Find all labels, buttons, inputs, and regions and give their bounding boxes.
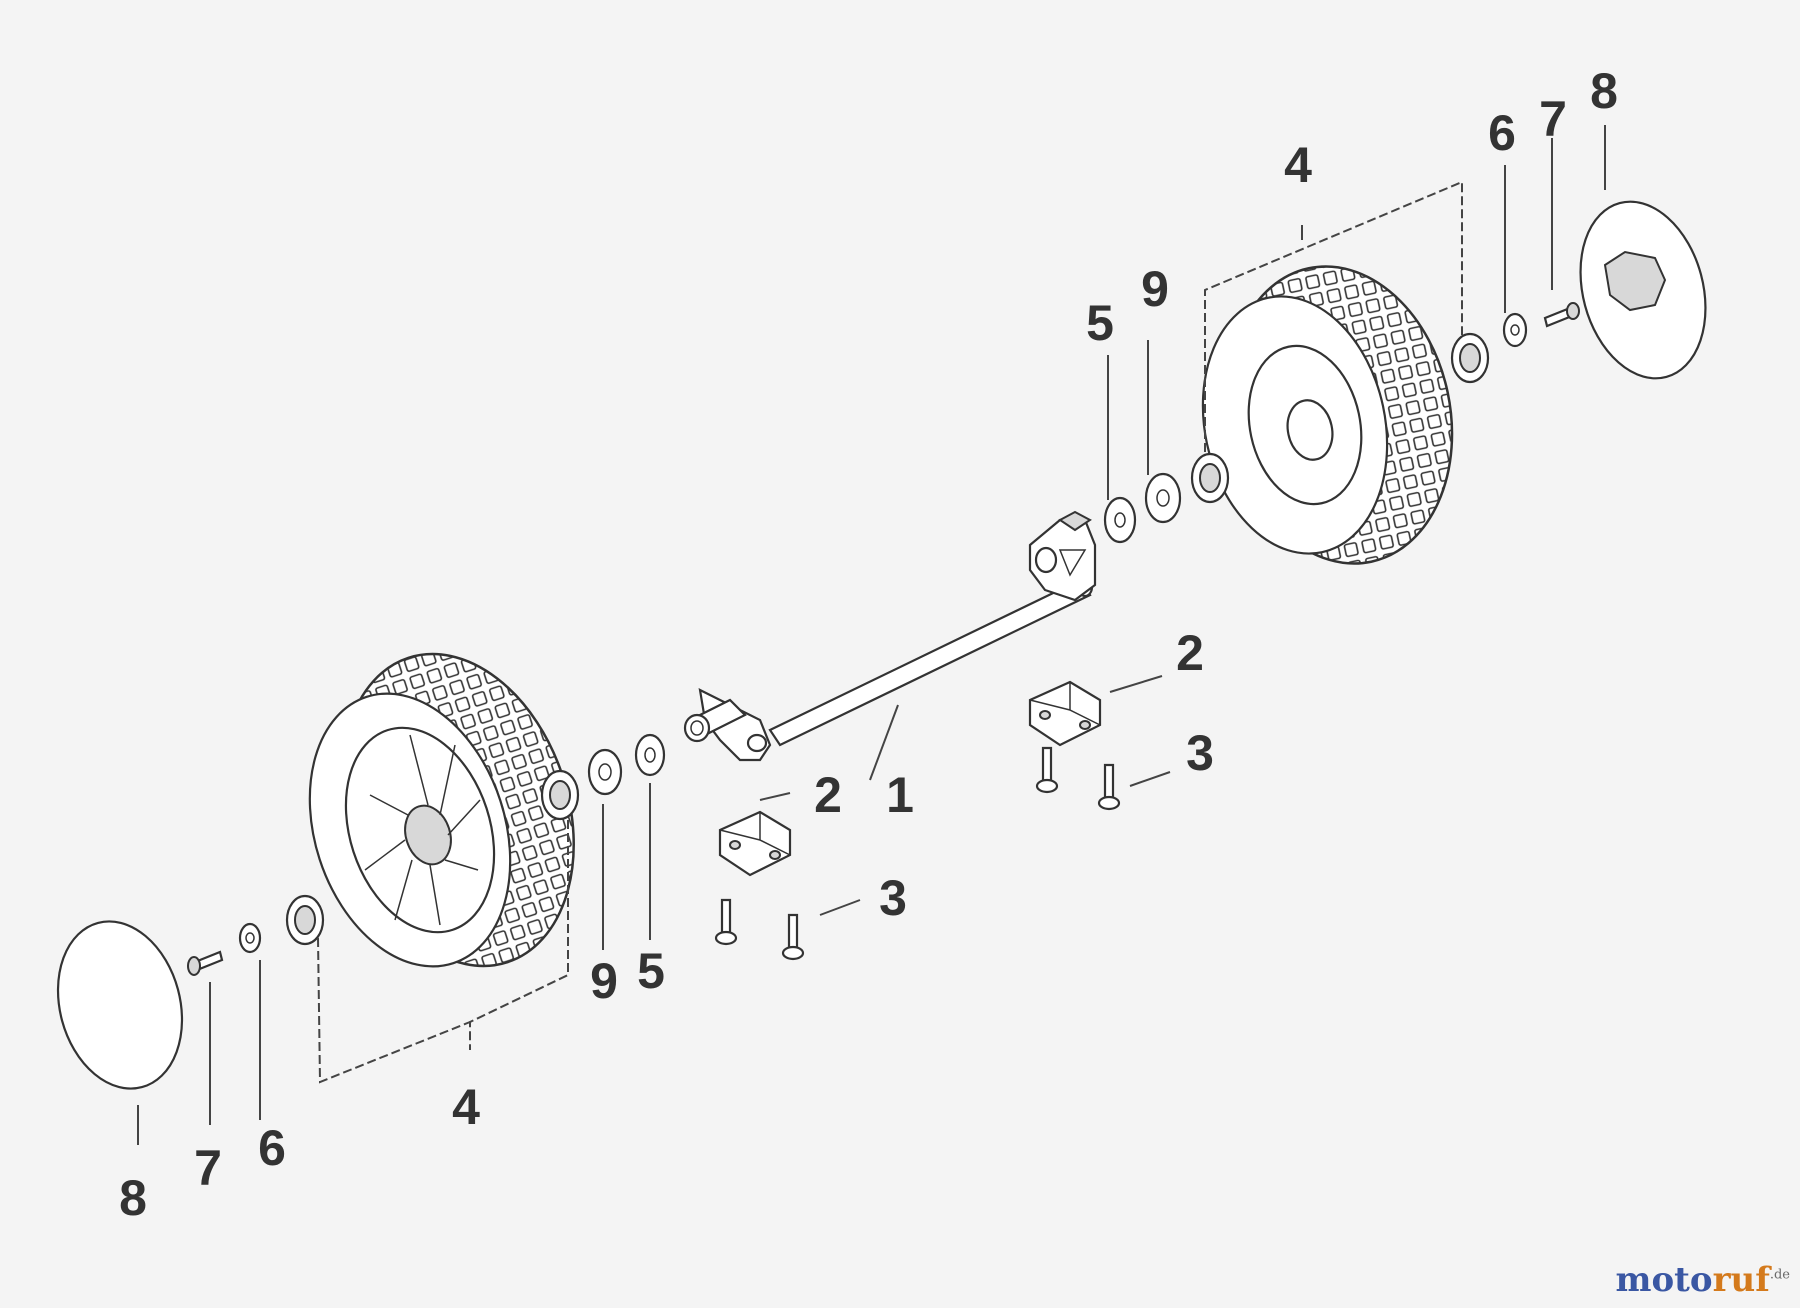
- axle: [683, 510, 1097, 762]
- callout-7-left: 7: [194, 1140, 222, 1196]
- left-inner-bearing: [540, 769, 580, 821]
- leader-lines: [137, 125, 1606, 1145]
- right-screw-a: [1035, 746, 1059, 794]
- left-washer-5: [634, 733, 666, 777]
- watermark-part-b: ruf: [1712, 1260, 1770, 1300]
- callout-5-left: 5: [637, 943, 665, 999]
- right-axle-bolt: [1543, 302, 1580, 328]
- right-washer-6: [1502, 312, 1528, 348]
- callout-1: 1: [886, 767, 914, 823]
- right-washer-9: [1144, 472, 1182, 524]
- left-bracket: [718, 810, 792, 877]
- left-washer-6: [238, 922, 262, 954]
- right-screw-b: [1097, 763, 1121, 811]
- left-outer-bearing: [285, 894, 325, 946]
- callout-3-left: 3: [879, 870, 907, 926]
- callout-7-right: 7: [1539, 91, 1567, 147]
- right-outer-bearing: [1450, 332, 1490, 384]
- callout-2-left: 2: [814, 767, 842, 823]
- watermark-part-a: moto: [1615, 1260, 1713, 1300]
- callout-6-left: 6: [258, 1120, 286, 1176]
- motoruf-watermark: motoruf.de: [1616, 1260, 1790, 1300]
- right-wheel: [1201, 265, 1454, 565]
- right-washer-5: [1103, 496, 1137, 544]
- callout-4-left: 4: [452, 1079, 480, 1135]
- callout-6-right: 6: [1488, 105, 1516, 161]
- callout-8-left: 8: [119, 1170, 147, 1226]
- right-hub-cap: [1579, 200, 1707, 380]
- callout-4-right: 4: [1284, 137, 1312, 193]
- left-wheel: [308, 652, 575, 968]
- callout-9-left: 9: [590, 953, 618, 1009]
- left-screw-b: [781, 913, 805, 961]
- watermark-part-c: .de: [1769, 1267, 1790, 1283]
- left-washer-9: [587, 748, 623, 796]
- callout-8-right: 8: [1590, 63, 1618, 119]
- callout-3-right: 3: [1186, 725, 1214, 781]
- left-axle-bolt: [187, 950, 224, 976]
- callout-2-right: 2: [1176, 625, 1204, 681]
- callout-9-right: 9: [1141, 261, 1169, 317]
- left-screw-a: [714, 898, 738, 946]
- right-bracket: [1028, 680, 1102, 747]
- callout-5-right: 5: [1086, 295, 1114, 351]
- left-hub-cap: [56, 920, 184, 1090]
- right-inner-bearing: [1190, 452, 1230, 504]
